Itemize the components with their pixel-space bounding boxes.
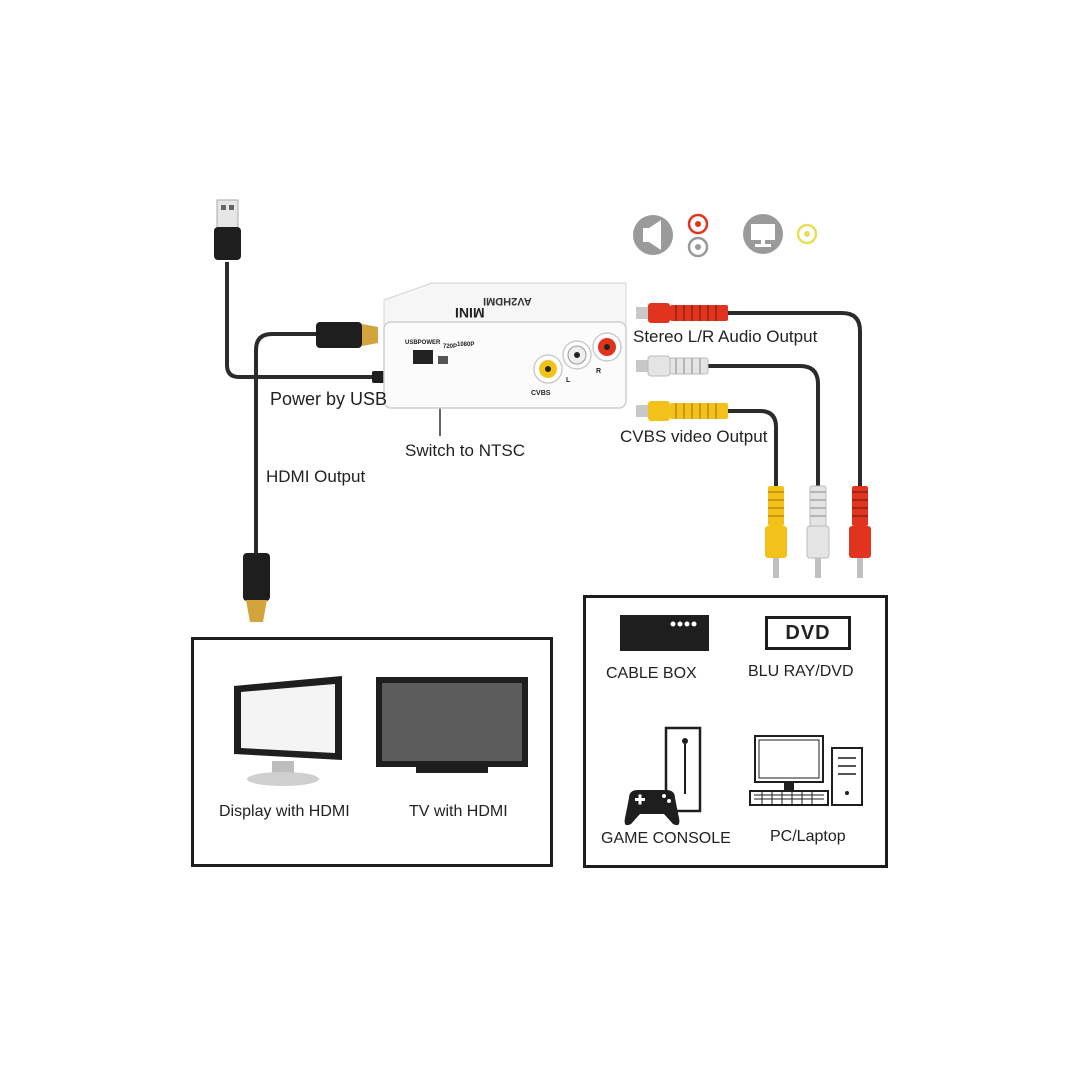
red-rca-plug-icon <box>636 303 728 323</box>
pc-laptop-caption: PC/Laptop <box>770 828 846 845</box>
outputs-panel-art <box>234 676 528 786</box>
l-port-label: L <box>566 377 571 384</box>
r-port-label: R <box>596 368 602 375</box>
yellow-rca-plug-bottom-icon <box>765 486 787 578</box>
device-name: MINI <box>455 305 485 321</box>
audio-jacks-icon <box>687 213 709 258</box>
cable-box-caption: CABLE BOX <box>606 665 697 682</box>
cvbs-output-label: CVBS video Output <box>620 427 768 446</box>
hdmi-cable <box>254 332 318 556</box>
cable-box-icon <box>620 615 709 651</box>
device-subtitle: AV2HDMI <box>483 295 532 307</box>
white-rca-plug-bottom-icon <box>806 485 830 578</box>
hdmi-plug-icon <box>316 322 378 348</box>
av2hdmi-device <box>383 282 627 409</box>
switch-ntsc-label: Switch to NTSC <box>405 441 525 460</box>
red-rca-plug-bottom-icon <box>849 486 871 578</box>
usb-cable <box>225 262 380 379</box>
yellow-rca-plug-icon <box>636 401 728 421</box>
white-rca-cable <box>708 364 820 488</box>
red-rca-cable <box>728 311 862 488</box>
mode-1080p-label: 1080P <box>457 342 475 348</box>
tv-caption: TV with HDMI <box>409 803 508 820</box>
yellow-rca-cable <box>728 409 778 488</box>
cvbs-port-label: CVBS <box>531 390 551 397</box>
hdmi-plug-bottom-icon <box>243 553 270 622</box>
game-console-caption: GAME CONSOLE <box>601 830 731 847</box>
bluray-dvd-caption: BLU RAY/DVD <box>748 663 854 680</box>
display-caption: Display with HDMI <box>219 803 350 820</box>
stereo-output-label: Stereo L/R Audio Output <box>633 327 818 346</box>
hdmi-output-label: HDMI Output <box>266 467 366 486</box>
monitor-icon <box>743 214 783 254</box>
dvd-logo-icon: DVD <box>765 616 851 650</box>
av-sources-panel: DVD CABLE BOX BLU RAY/DVD GAME CONSOLE P… <box>583 595 888 868</box>
usb-power-label: USBPOWER <box>405 340 441 346</box>
hdmi-outputs-panel: Display with HDMI TV with HDMI <box>191 637 553 867</box>
display-icon <box>234 676 342 786</box>
usb-plug-icon <box>214 199 241 260</box>
sources-panel-art <box>620 615 863 826</box>
power-usb-label: Power by USB <box>270 389 388 409</box>
speaker-icon <box>633 215 673 255</box>
game-console-icon <box>624 726 702 826</box>
mode-720p-label: 720P <box>443 344 458 350</box>
tv-icon <box>376 677 528 773</box>
pc-laptop-icon <box>749 735 863 806</box>
video-jack-icon <box>796 223 818 245</box>
white-rca-plug-icon <box>636 355 709 377</box>
